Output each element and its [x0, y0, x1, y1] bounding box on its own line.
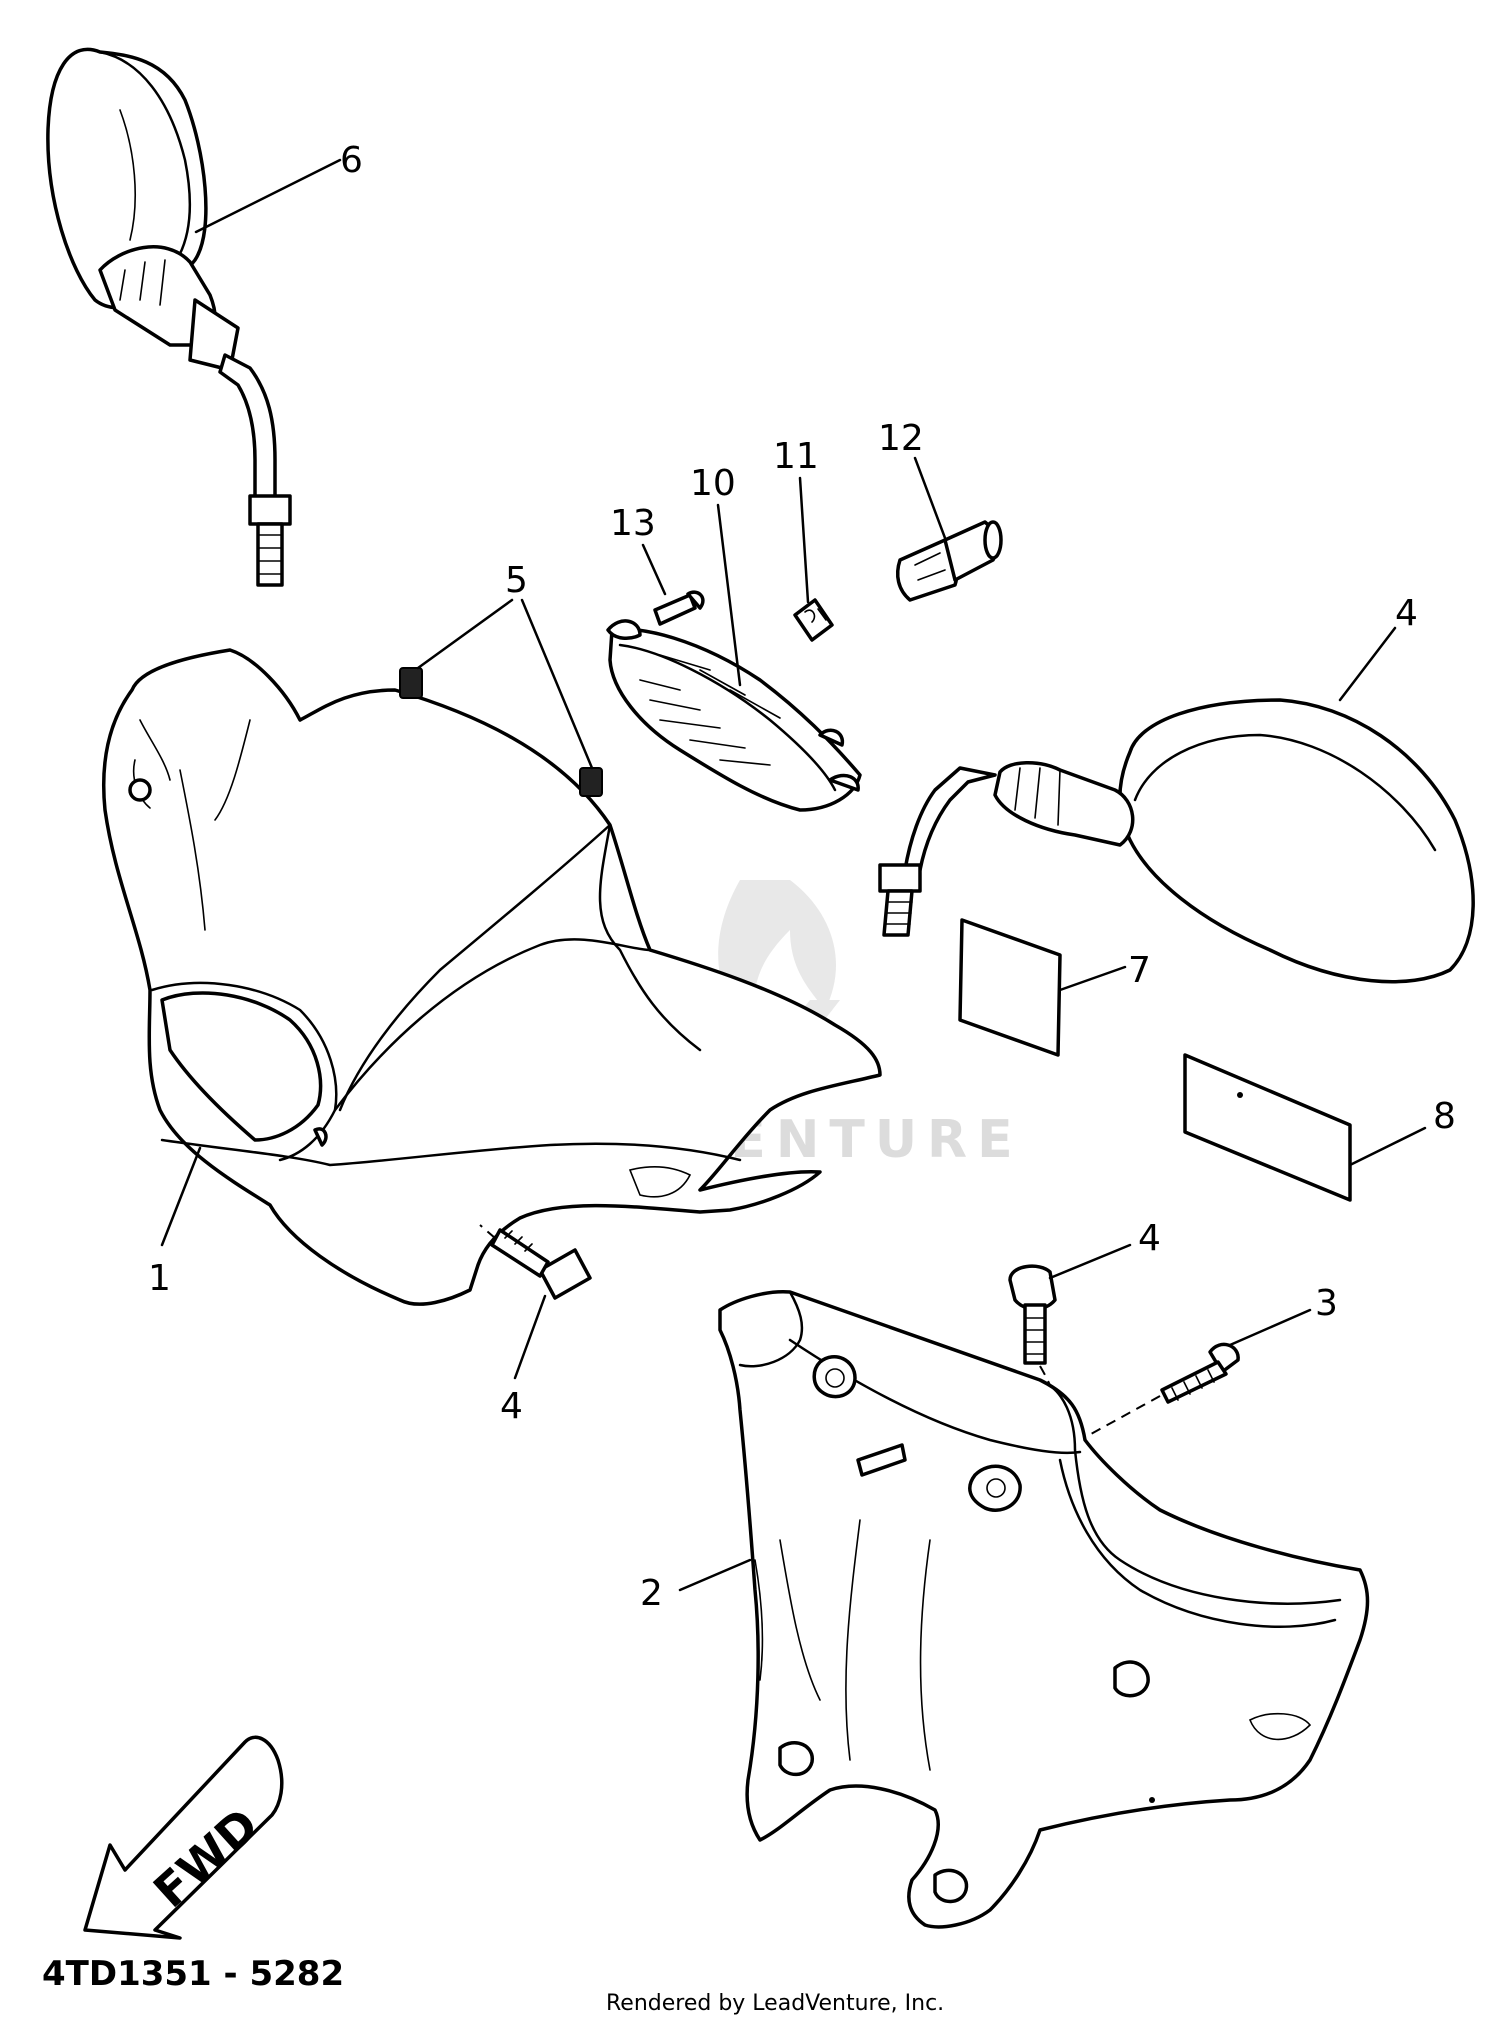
callout-7: 6 — [340, 140, 363, 181]
callout-12: 12 — [878, 418, 924, 459]
callout-4-left: 4 — [500, 1386, 523, 1427]
callout-8: 7 — [1128, 950, 1151, 991]
callout-2: 2 — [640, 1573, 663, 1614]
part-11-bulb[interactable] — [793, 598, 834, 642]
callout-11: 11 — [773, 436, 819, 477]
callout-13: 13 — [610, 503, 656, 544]
callout-6: 4 — [1395, 593, 1418, 634]
callout-1: 1 — [148, 1258, 171, 1299]
callout-5: 5 — [505, 560, 528, 601]
fwd-direction-arrow: FWD — [83, 1735, 284, 1940]
part-2-handlebar-cover-lower[interactable] — [718, 1290, 1370, 1929]
callout-10: 10 — [690, 463, 736, 504]
part-1-handlebar-cover-upper[interactable] — [101, 648, 882, 1306]
part-3-screw[interactable] — [1160, 1342, 1240, 1404]
part-8-decal[interactable] — [958, 918, 1062, 1057]
part-9-decal[interactable] — [1183, 1053, 1352, 1202]
part-6-right-mirror[interactable] — [878, 698, 1475, 984]
callout-3: 3 — [1315, 1283, 1338, 1324]
part-4-bolt-left[interactable] — [490, 1228, 592, 1300]
part-7-left-mirror[interactable] — [46, 47, 292, 587]
callout-9: 8 — [1433, 1096, 1456, 1137]
part-4-bolt-right[interactable] — [1008, 1264, 1057, 1365]
diagram-part-number: 4TD1351 - 5282 — [42, 1954, 344, 1994]
part-12-socket[interactable] — [896, 520, 1003, 602]
render-credit: Rendered by LeadVenture, Inc. — [606, 1991, 944, 2016]
callout-4-right: 4 — [1138, 1218, 1161, 1259]
part-13-screw[interactable] — [653, 590, 705, 626]
part-10-headlight-lens[interactable] — [606, 619, 862, 812]
